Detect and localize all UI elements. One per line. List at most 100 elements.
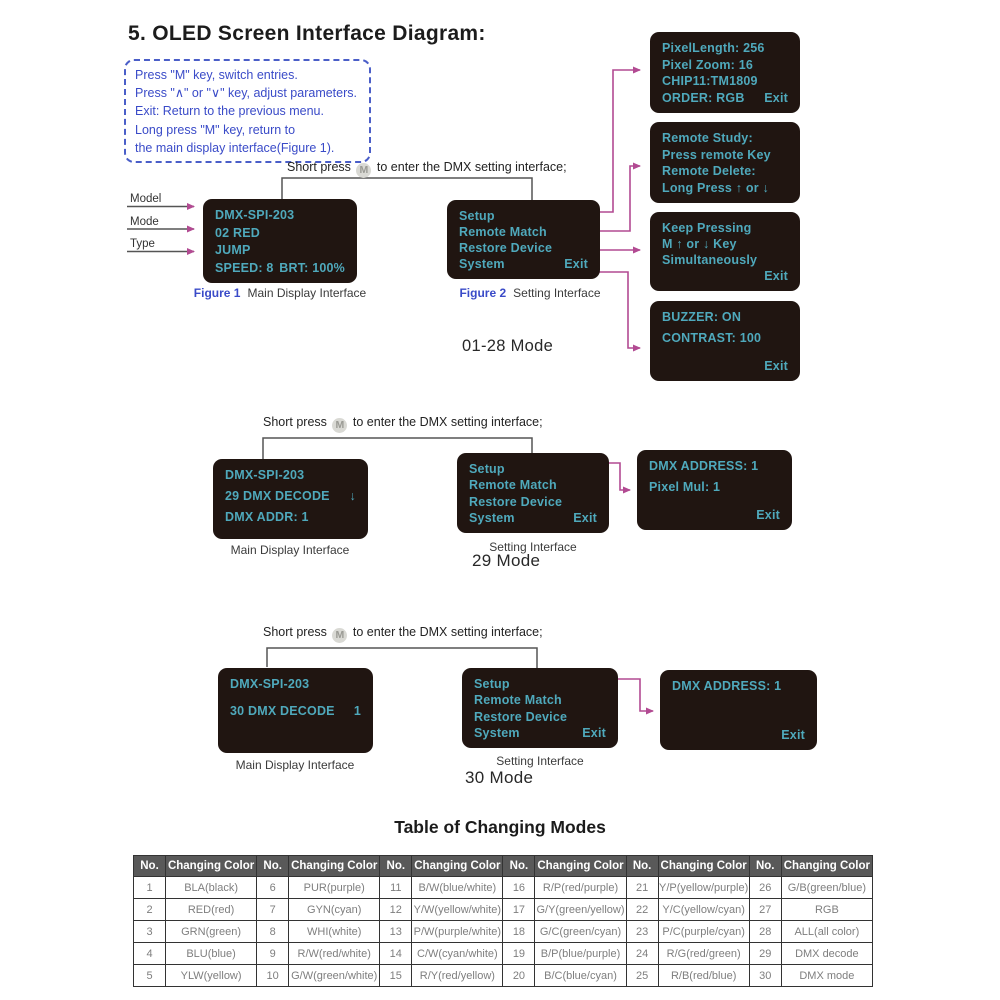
- table-header-cell: Changing Color: [165, 855, 258, 877]
- mode-number-cell: 4: [132, 942, 167, 965]
- exit-label: Exit: [781, 727, 805, 742]
- mode-color-cell: P/W(purple/white): [411, 920, 504, 943]
- mode-color-cell: P/C(purple/cyan): [657, 920, 750, 943]
- menu-item-remote-match: Remote Match: [459, 225, 547, 239]
- mode-number-cell: 24: [625, 942, 659, 965]
- instruction-line-5: the main display interface(Figure 1).: [135, 140, 335, 155]
- contrast-line: CONTRAST: 100: [662, 331, 762, 345]
- mode-number-cell: 5: [132, 964, 167, 987]
- menu-item-setup: Setup: [459, 209, 495, 223]
- screen-line-model: DMX-SPI-203: [225, 468, 305, 482]
- instruction-line-4: Long press "M" key, return to: [135, 122, 296, 137]
- remote-study-line: Remote Study:: [662, 131, 753, 145]
- oled-screen-dmx-address-29: DMX ADDRESS: 1 Pixel Mul: 1 Exit: [637, 450, 792, 530]
- mode-color-cell: R/W(red/white): [288, 942, 381, 965]
- mode-color-cell: ALL(all color): [780, 920, 874, 943]
- mode-number-cell: 27: [748, 898, 782, 921]
- menu-item-remote-match: Remote Match: [474, 693, 562, 708]
- menu-item-restore-device: Restore Device: [474, 709, 568, 724]
- menu-item-remote-match: Remote Match: [469, 478, 557, 493]
- menu-item-restore-device: Restore Device: [469, 494, 563, 509]
- oled-screen-keep-pressing: Keep Pressing M ↑ or ↓ Key Simultaneousl…: [650, 212, 800, 291]
- exit-label: Exit: [756, 508, 780, 522]
- label-model: Model: [130, 193, 162, 205]
- oled-screen-setting-29: Setup Remote Match Restore Device System…: [457, 453, 609, 533]
- mode-number-cell: 10: [256, 964, 290, 987]
- mode-color-cell: GYN(cyan): [288, 898, 381, 921]
- exit-label: Exit: [573, 510, 597, 525]
- screen-speed: SPEED: 8: [215, 260, 274, 275]
- mode-color-cell: G/C(green/cyan): [534, 920, 627, 943]
- prompt-row-2: Short press M to enter the DMX setting i…: [263, 415, 543, 433]
- mode-color-cell: G/B(green/blue): [780, 876, 874, 899]
- mode-label-01-28: 01-28 Mode: [462, 337, 554, 355]
- table-header-cell: No.: [625, 855, 659, 877]
- table-header-cell: Changing Color: [657, 855, 750, 877]
- mode-number-cell: 15: [379, 964, 413, 987]
- figure2-text: Setting Interface: [513, 286, 601, 300]
- exit-label: Exit: [764, 359, 788, 373]
- menu-item-system: System: [459, 257, 505, 271]
- mode-color-cell: B/P(blue/purple): [534, 942, 627, 965]
- page-title: 5. OLED Screen Interface Diagram:: [128, 22, 486, 45]
- m-key-badge: M: [332, 628, 348, 643]
- oled-screen-remote-study: Remote Study: Press remote Key Remote De…: [650, 122, 800, 203]
- mode-color-cell: PUR(purple): [288, 876, 381, 899]
- exit-label: Exit: [764, 90, 788, 105]
- mode-color-cell: RGB: [780, 898, 874, 921]
- mode-number-cell: 8: [256, 920, 290, 943]
- mode-color-cell: YLW(yellow): [165, 964, 258, 987]
- m-key-badge: M: [332, 418, 348, 433]
- prompt-post: to enter the DMX setting interface;: [352, 625, 543, 639]
- table-header-cell: No.: [256, 855, 290, 877]
- mode-number-cell: 14: [379, 942, 413, 965]
- prompt-row-1: Short press M to enter the DMX setting i…: [287, 160, 567, 178]
- oled-screen-pixel-setup: PixelLength: 256 Pixel Zoom: 16 CHIP11:T…: [650, 32, 800, 113]
- mode-number-cell: 21: [625, 876, 659, 899]
- menu-item-system: System: [469, 510, 515, 525]
- mode-number-cell: 19: [502, 942, 536, 965]
- prompt-pre: Short press: [263, 415, 327, 429]
- oled-screen-main-display-29: DMX-SPI-203 29 DMX DECODE ↓ DMX ADDR: 1: [213, 459, 368, 539]
- mode-number-cell: 20: [502, 964, 536, 987]
- screen-line-mode: 02 RED: [215, 225, 260, 240]
- mode-number-cell: 29: [748, 942, 782, 965]
- label-mode: Mode: [130, 215, 159, 228]
- pixel-zoom-line: Pixel Zoom: 16: [662, 57, 754, 72]
- mode-label-29: 29 Mode: [472, 551, 541, 570]
- buzzer-line: BUZZER: ON: [662, 310, 742, 324]
- mode-color-cell: C/W(cyan/white): [411, 942, 504, 965]
- mode-color-cell: B/C(blue/cyan): [534, 964, 627, 987]
- instruction-line-1: Press "M" key, switch entries.: [135, 68, 298, 82]
- oled-screen-setting-30: Setup Remote Match Restore Device System…: [462, 668, 618, 748]
- mode-color-cell: BLU(blue): [165, 942, 258, 965]
- mode-number-cell: 25: [625, 964, 659, 987]
- pixel-mul-line: Pixel Mul: 1: [649, 480, 721, 494]
- mode-number-cell: 6: [256, 876, 290, 899]
- mode-color-cell: B/W(blue/white): [411, 876, 504, 899]
- bracket-row3: [266, 647, 538, 668]
- mode-number-cell: 2: [132, 898, 167, 921]
- mode-color-cell: R/P(red/purple): [534, 876, 627, 899]
- menu-item-setup: Setup: [474, 677, 510, 691]
- mode-number-cell: 30: [748, 964, 782, 987]
- menu-item-system: System: [474, 725, 520, 740]
- pixel-length-line: PixelLength: 256: [662, 41, 765, 55]
- mode-number-cell: 16: [502, 876, 536, 899]
- mode-number-cell: 18: [502, 920, 536, 943]
- mode-color-cell: R/G(red/green): [657, 942, 750, 965]
- main-display-caption-29: Main Display Interface: [230, 543, 350, 557]
- label-type: Type: [130, 238, 155, 250]
- simultaneously-line: Simultaneously: [662, 253, 758, 267]
- mode-color-cell: DMX mode: [780, 964, 874, 987]
- chip-line: CHIP11:TM1809: [662, 74, 758, 89]
- table-header-cell: No.: [502, 855, 536, 877]
